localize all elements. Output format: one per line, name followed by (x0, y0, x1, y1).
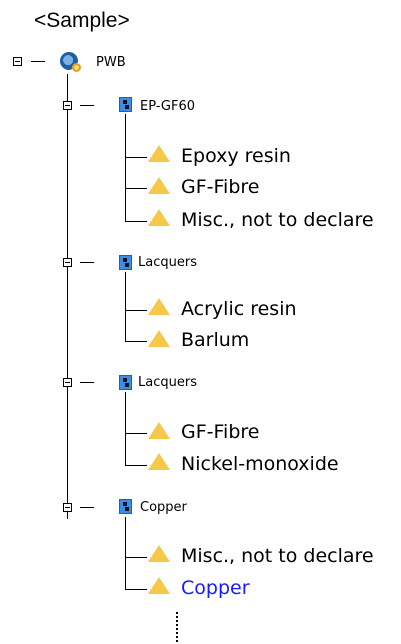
group-label[interactable]: EP-GF60 (140, 99, 196, 114)
tree-item-label[interactable]: GF-Fibre (181, 176, 260, 198)
tree-item-label[interactable]: Misc., not to declare (181, 209, 374, 231)
tree-connector (67, 74, 68, 106)
group-collapse-toggle[interactable] (63, 101, 72, 110)
root-collapse-toggle[interactable] (13, 57, 22, 66)
tree-connector (125, 433, 147, 434)
warning-icon (148, 145, 170, 162)
tree-connector (31, 61, 45, 62)
tree-item-label[interactable]: Misc., not to declare (181, 545, 374, 567)
warning-icon (148, 453, 170, 470)
tree-connector (125, 341, 147, 342)
tree-item-label[interactable]: Epoxy resin (181, 145, 291, 167)
group-collapse-toggle[interactable] (63, 258, 72, 267)
tree-connector (125, 157, 147, 158)
tree-connector (125, 188, 147, 189)
continuation-dotted-line (176, 612, 178, 642)
tree-connector (125, 114, 126, 222)
warning-icon (148, 545, 170, 562)
warning-icon (148, 577, 170, 594)
tree-connector (125, 517, 126, 589)
component-icon (119, 499, 132, 514)
tree-connector (80, 262, 94, 263)
warning-icon (148, 422, 170, 439)
warning-icon (148, 330, 170, 347)
component-icon (119, 255, 132, 270)
tree-item-label[interactable]: GF-Fibre (181, 421, 260, 443)
tree-item-label[interactable]: Barlum (181, 329, 250, 351)
tree-connector (125, 465, 147, 466)
warning-icon (148, 298, 170, 315)
tree-connector (80, 507, 94, 508)
component-icon (119, 97, 132, 112)
tree-item-label-selected[interactable]: Copper (181, 577, 250, 599)
warning-icon (148, 177, 170, 194)
tree-connector (125, 392, 126, 465)
tree-connector (67, 106, 68, 519)
tree-item-label[interactable]: Nickel-monoxide (181, 453, 339, 475)
tree-item-label[interactable]: Acrylic resin (181, 298, 297, 320)
group-label[interactable]: Lacquers (138, 255, 197, 270)
group-label[interactable]: Lacquers (138, 375, 197, 390)
group-collapse-toggle[interactable] (63, 503, 72, 512)
component-icon (119, 375, 132, 390)
gear-icon (60, 52, 81, 72)
tree-connector (125, 221, 147, 222)
group-collapse-toggle[interactable] (63, 378, 72, 387)
group-label[interactable]: Copper (140, 500, 187, 515)
tree-connector (125, 557, 147, 558)
tree-connector (125, 589, 147, 590)
tree-connector (125, 272, 126, 341)
tree-connector (125, 310, 147, 311)
tree-connector (80, 105, 94, 106)
sample-label: <Sample> (34, 9, 130, 32)
warning-icon (148, 209, 170, 226)
root-label: PWB (96, 55, 126, 70)
tree-connector (80, 382, 94, 383)
